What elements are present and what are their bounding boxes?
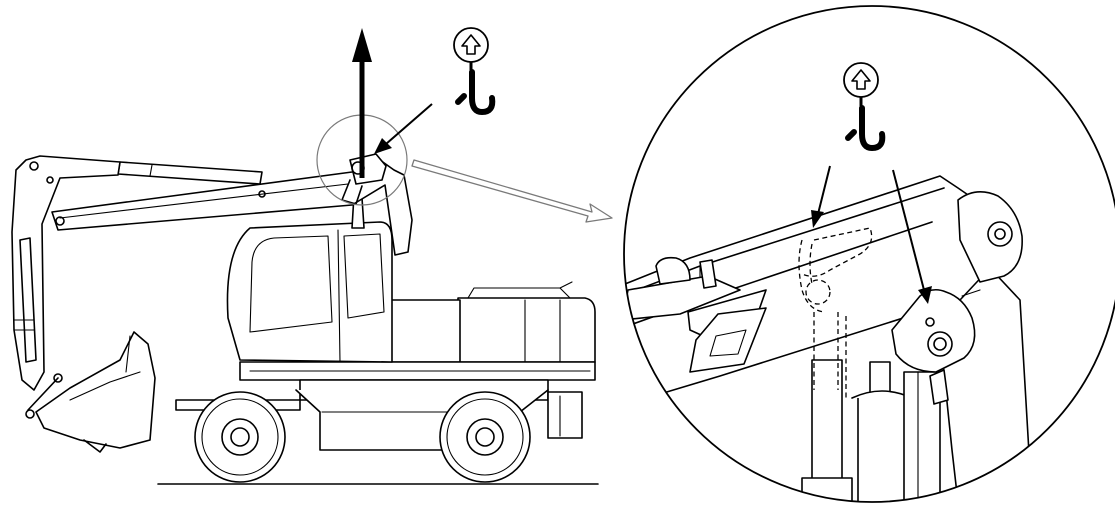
boom-pin-bracket [891,191,1023,405]
rear-wheel [439,391,531,483]
operator-cab [226,221,393,363]
bucket [35,331,156,449]
detail-view-circle [623,5,1115,503]
front-wheel [194,391,286,483]
boom-tip-detail-view [624,175,1031,502]
left-bracket [624,256,767,373]
lifting-point-pointer [374,103,433,154]
arm-cylinder [117,161,263,185]
up-arrow-icon [851,69,871,90]
cab-front-window [249,235,333,333]
engine-hood [457,297,596,363]
wheeled-excavator [11,153,599,485]
lifting-arrow-icon [352,28,372,178]
cab-side-window [343,233,385,319]
boom-cylinder-rods [801,359,941,502]
detail-lifting-point-pointer-left [811,165,831,228]
dipper-arm [11,155,121,391]
crane-hook-icon [843,62,886,151]
detail-lifting-point-pointer-right [892,169,932,304]
hidden-lifting-eye [798,227,873,400]
detail-view-pointer [411,159,613,223]
lifting-eye [349,153,387,185]
up-arrow-icon [461,34,481,55]
crane-hook-icon [453,27,496,115]
